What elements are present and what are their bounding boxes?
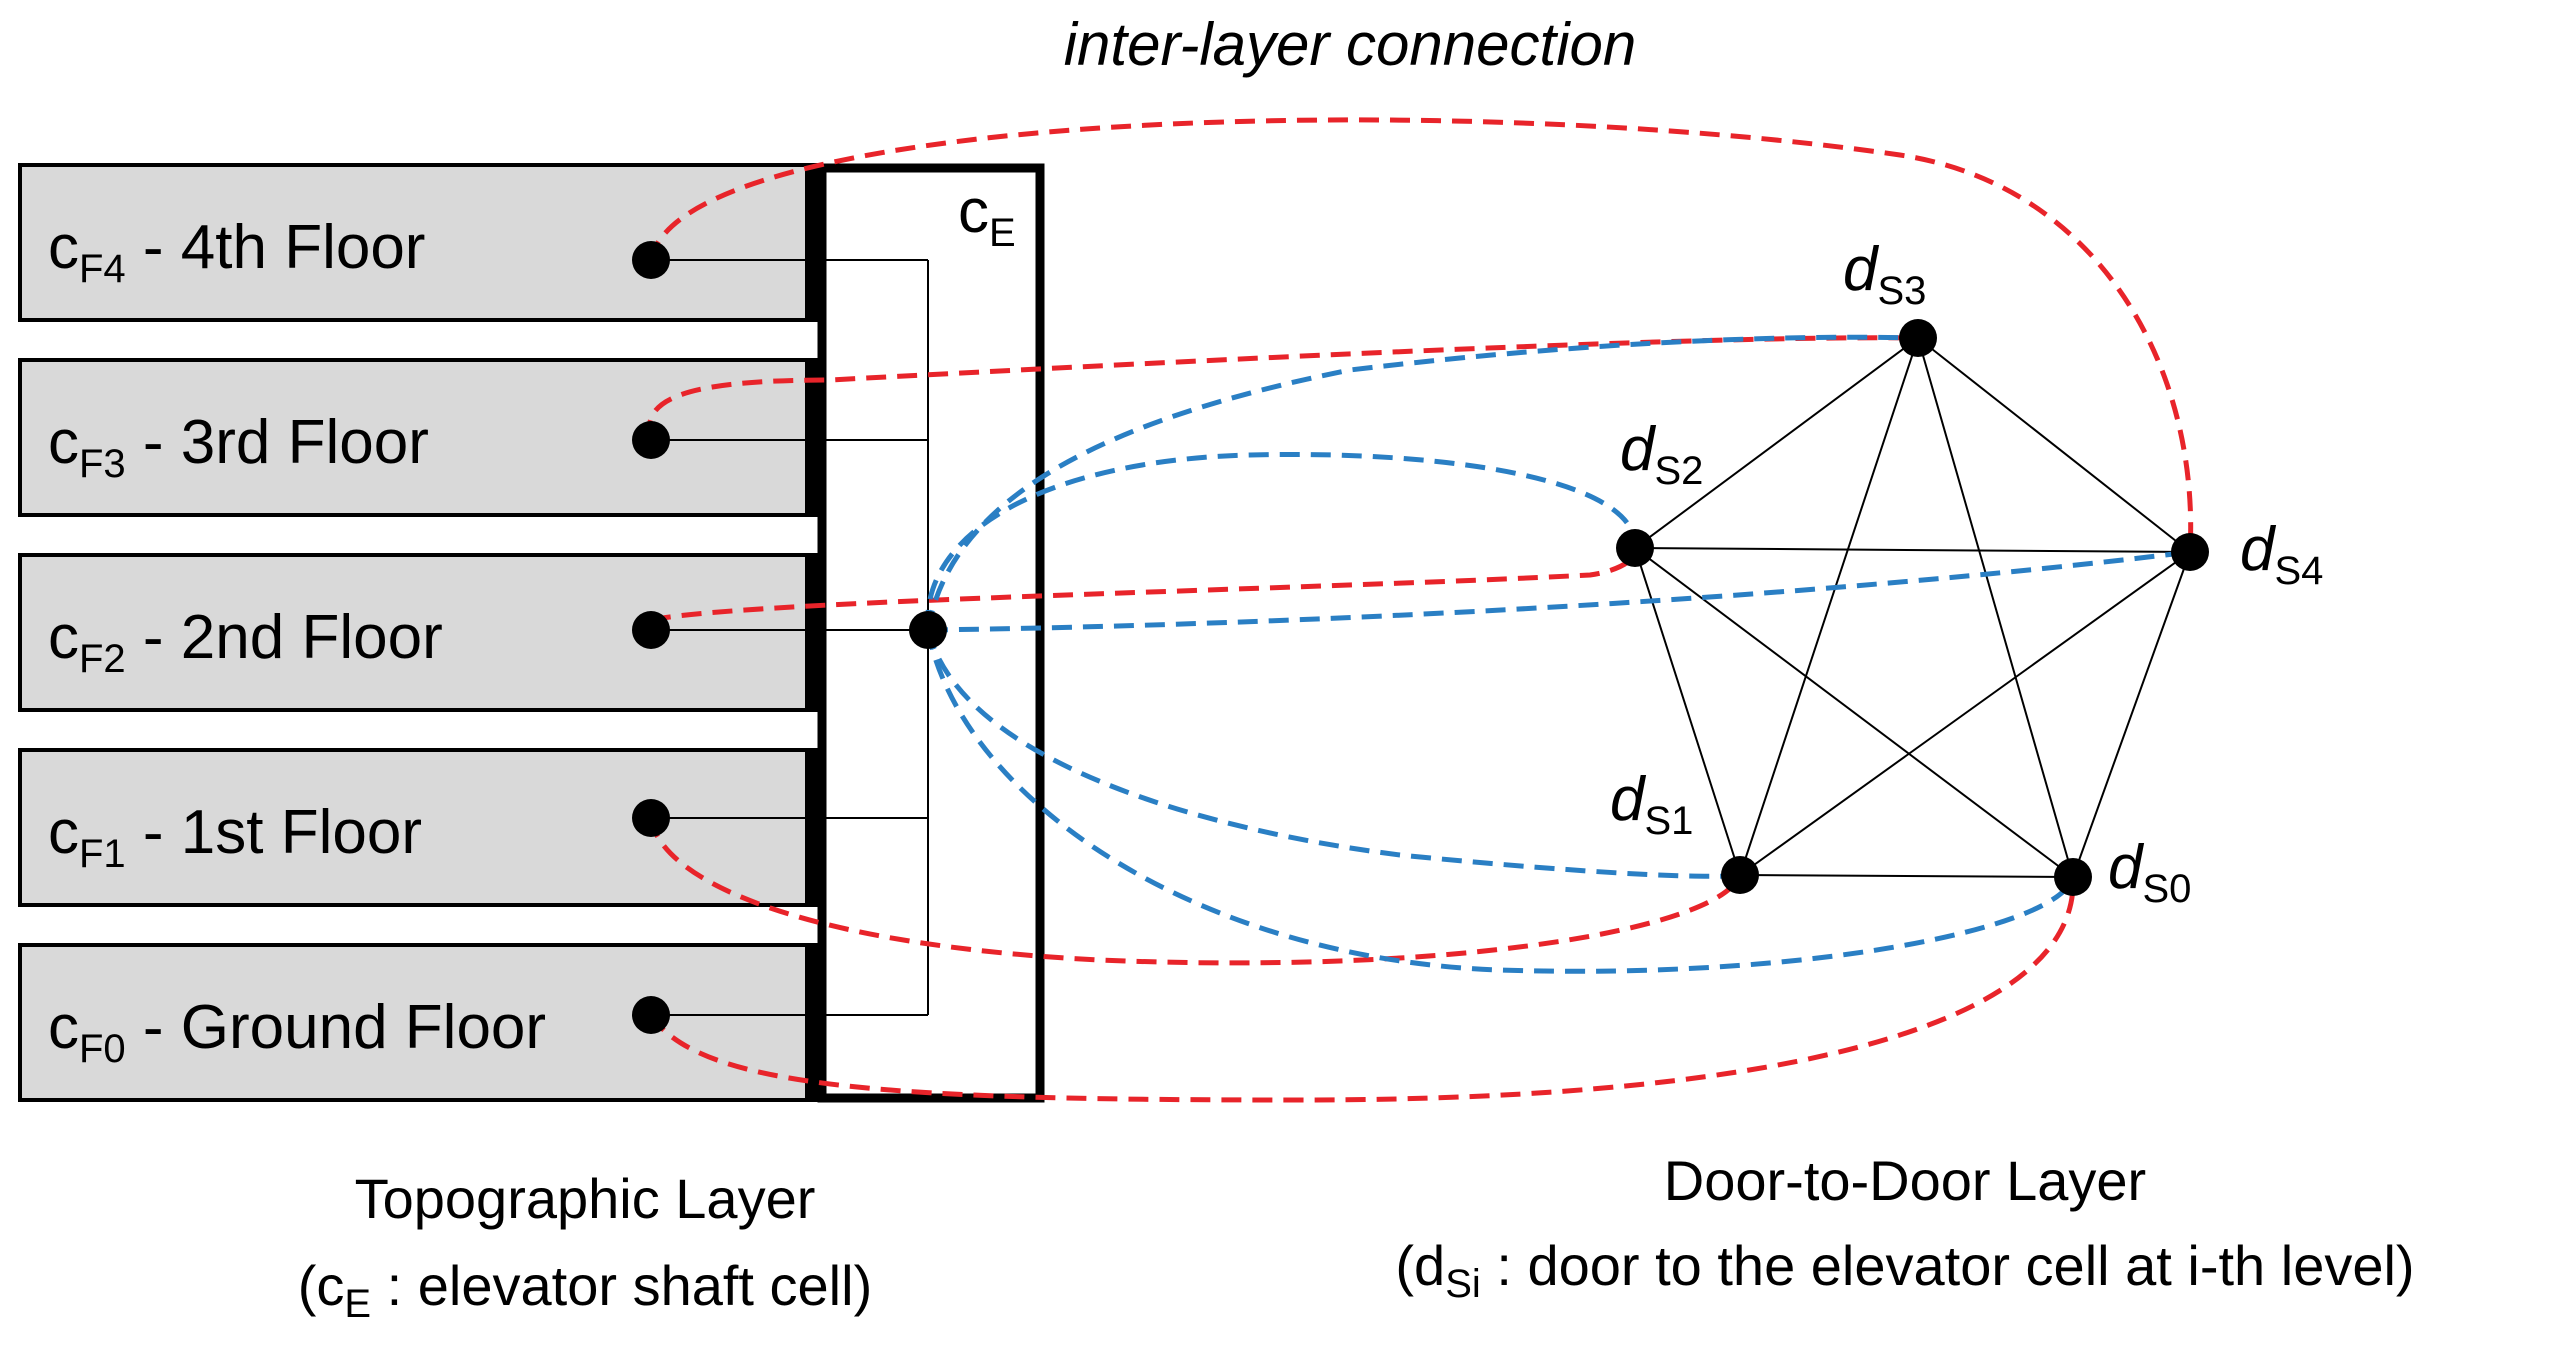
floor-box-f2 <box>18 553 822 712</box>
link-f1-s1 <box>648 817 1743 966</box>
node-f1 <box>632 799 670 837</box>
door-nodes <box>1616 319 2209 896</box>
floor-label-f3: cF3 - 3rd Floor <box>48 408 429 486</box>
floor-box-f3 <box>18 358 822 517</box>
node-f3 <box>632 421 670 459</box>
node-s0 <box>2054 858 2092 896</box>
shaft-label: cE <box>958 177 1016 255</box>
node-f0 <box>632 996 670 1034</box>
door-label-s2: dS2 <box>1620 415 1703 493</box>
door-caption-title: Door-to-Door Layer <box>1664 1149 2146 1212</box>
link-f2-s2 <box>650 546 1639 623</box>
floor-label-f0: cF0 - Ground Floor <box>48 993 546 1071</box>
floor-box-f4 <box>18 163 822 322</box>
link-e-s0 <box>925 629 2076 974</box>
floor-box-f1 <box>18 748 822 907</box>
door-caption-note: (dSi : door to the elevator cell at i-th… <box>1395 1234 2414 1306</box>
node-s3 <box>1899 319 1937 357</box>
floor-label-f2: cF2 - 2nd Floor <box>48 603 443 681</box>
link-e-s2 <box>925 452 1638 631</box>
node-s1 <box>1721 856 1759 894</box>
floor-box-f0 <box>18 943 822 1102</box>
diagram-title: inter-layer connection <box>1064 11 1637 78</box>
link-f0-s0 <box>648 876 2076 1103</box>
floor-label-f1: cF1 - 1st Floor <box>48 798 422 876</box>
door-label-s0: dS0 <box>2108 833 2191 911</box>
node-s2 <box>1616 529 1654 567</box>
node-elevator <box>909 611 947 649</box>
door-graph-edges <box>1634 337 2191 878</box>
red-inter-layer-links <box>646 117 2194 1103</box>
link-e-s4 <box>927 549 2191 633</box>
node-f2 <box>632 611 670 649</box>
floor-label-f4: cF4 - 4th Floor <box>48 213 425 291</box>
door-label-s4: dS4 <box>2240 515 2323 593</box>
link-f4-s4 <box>648 117 2194 553</box>
floor-nodes <box>632 241 947 1034</box>
topographic-caption-title: Topographic Layer <box>355 1167 816 1230</box>
door-label-s3: dS3 <box>1843 235 1926 313</box>
blue-inter-layer-links <box>925 334 2191 974</box>
node-s4 <box>2171 533 2209 571</box>
link-e-s3 <box>925 334 1919 631</box>
topographic-caption-note: (cE : elevator shaft cell) <box>298 1254 872 1326</box>
node-f4 <box>632 241 670 279</box>
door-label-s1: dS1 <box>1610 765 1693 843</box>
link-e-s1 <box>925 629 1741 879</box>
